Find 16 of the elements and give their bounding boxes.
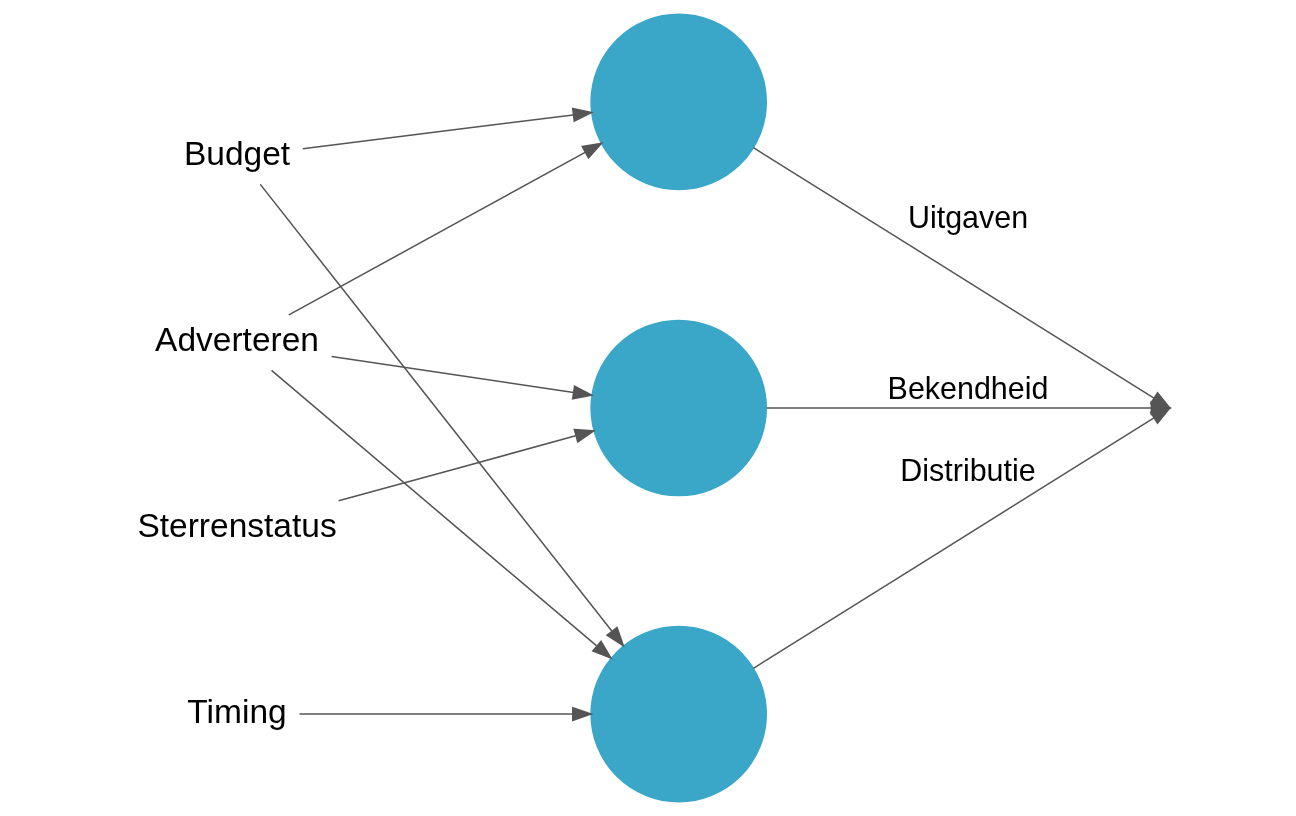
arrow [298, 706, 594, 722]
node-circle [590, 319, 767, 497]
arrow [288, 142, 604, 316]
node-circle [590, 13, 767, 191]
edge-label: Uitgaven [907, 200, 1029, 235]
arrow [259, 183, 625, 648]
edge-label: Distributie [900, 453, 1036, 488]
arrow [302, 107, 594, 150]
node-text: Budget [183, 135, 291, 173]
arrow [330, 355, 594, 400]
arrow [270, 369, 613, 660]
node-text: Timing [187, 692, 287, 730]
node-text: Sterrenstatus [137, 506, 337, 544]
edge-label: Bekendheid [887, 370, 1049, 405]
arrow [337, 428, 596, 502]
node-text: Adverteren [155, 321, 319, 359]
